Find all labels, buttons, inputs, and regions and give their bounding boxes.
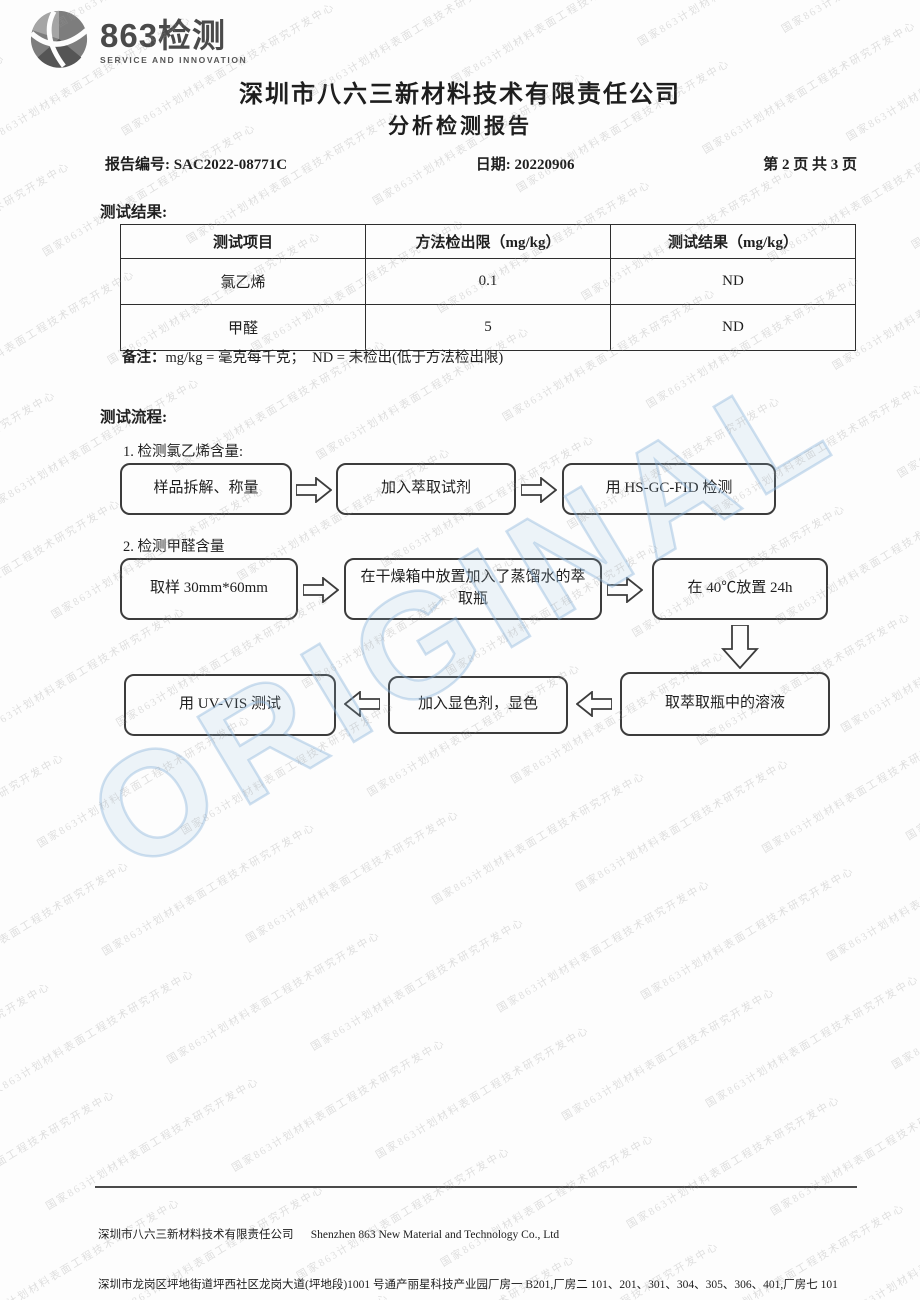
table-row: 氯乙烯 0.1 ND bbox=[120, 258, 856, 305]
flow-step: 加入显色剂，显色 bbox=[388, 676, 568, 734]
flow-step: 在 40℃放置 24h bbox=[652, 558, 828, 620]
cell-result: ND bbox=[610, 304, 856, 351]
brand-name: 863检测 bbox=[100, 16, 227, 54]
globe-logo-icon bbox=[28, 8, 90, 75]
process-section-label: 测试流程: bbox=[100, 409, 168, 426]
flow-step: 加入萃取试剂 bbox=[336, 463, 516, 515]
col-header-result: 测试结果（mg/kg） bbox=[610, 224, 856, 259]
flow-step: 取萃取瓶中的溶液 bbox=[620, 672, 830, 736]
footer-line: 深圳市龙岗区坪地街道坪西社区龙岗大道(坪地段)1001 号通产丽星科技产业园厂房… bbox=[98, 1278, 838, 1291]
table-row: 甲醛 5 ND bbox=[120, 304, 856, 351]
arrow-left-icon bbox=[343, 690, 381, 722]
brand-tagline: SERVICE AND INNOVATION bbox=[100, 54, 248, 65]
arrow-left-icon bbox=[575, 690, 613, 722]
cell-limit: 0.1 bbox=[365, 258, 611, 305]
flow1-label: 1. 检测氯乙烯含量: bbox=[123, 444, 244, 460]
company-title: 深圳市八六三新材料技术有限责任公司 bbox=[239, 82, 681, 108]
cell-item: 甲醛 bbox=[120, 304, 366, 351]
report-number: 报告编号: SAC2022-08771C bbox=[105, 157, 288, 173]
cell-limit: 5 bbox=[365, 304, 611, 351]
flow-step: 在干燥箱中放置加入了蒸馏水的萃取瓶 bbox=[344, 558, 602, 620]
page-indicator: 第 2 页 共 3 页 bbox=[763, 157, 857, 173]
footer-divider bbox=[95, 1186, 857, 1188]
flow-step: 样品拆解、称量 bbox=[120, 463, 292, 515]
flow2-label: 2. 检测甲醛含量 bbox=[123, 539, 225, 555]
logo: 863检测 SERVICE AND INNOVATION bbox=[28, 8, 247, 75]
flow-step: 用 UV-VIS 测试 bbox=[124, 674, 336, 736]
note-text: mg/kg = 毫克每千克； ND = 未检出(低于方法检出限) bbox=[165, 350, 504, 366]
arrow-right-icon bbox=[295, 476, 333, 508]
results-table: 测试项目 方法检出限（mg/kg） 测试结果（mg/kg） 氯乙烯 0.1 ND… bbox=[120, 224, 856, 351]
logo-text: 863检测 SERVICE AND INNOVATION bbox=[100, 16, 248, 65]
report-title: 分析检测报告 bbox=[388, 114, 532, 138]
meta-row: 报告编号: SAC2022-08771C 日期: 20220906 第 2 页 … bbox=[105, 153, 857, 174]
results-section-label: 测试结果: bbox=[100, 204, 168, 221]
cell-item: 氯乙烯 bbox=[120, 258, 366, 305]
flow-step: 用 HS-GC-FID 检测 bbox=[562, 463, 776, 515]
cell-result: ND bbox=[610, 258, 856, 305]
table-header-row: 测试项目 方法检出限（mg/kg） 测试结果（mg/kg） bbox=[120, 224, 856, 259]
arrow-right-icon bbox=[520, 476, 558, 508]
arrow-right-icon bbox=[302, 576, 340, 608]
table-note: 备注：mg/kg = 毫克每千克； ND = 未检出(低于方法检出限) bbox=[122, 346, 503, 367]
footer: 深圳市八六三新材料技术有限责任公司 Shenzhen 863 New Mater… bbox=[98, 1194, 876, 1300]
note-label: 备注： bbox=[122, 350, 166, 366]
arrow-right-icon bbox=[606, 576, 644, 608]
report-date: 日期: 20220906 bbox=[475, 157, 575, 173]
arrow-down-icon bbox=[720, 624, 760, 674]
flow-step: 取样 30mm*60mm bbox=[120, 558, 298, 620]
col-header-item: 测试项目 bbox=[120, 224, 366, 259]
col-header-limit: 方法检出限（mg/kg） bbox=[365, 224, 611, 259]
footer-line: 深圳市八六三新材料技术有限责任公司 Shenzhen 863 New Mater… bbox=[98, 1229, 560, 1241]
